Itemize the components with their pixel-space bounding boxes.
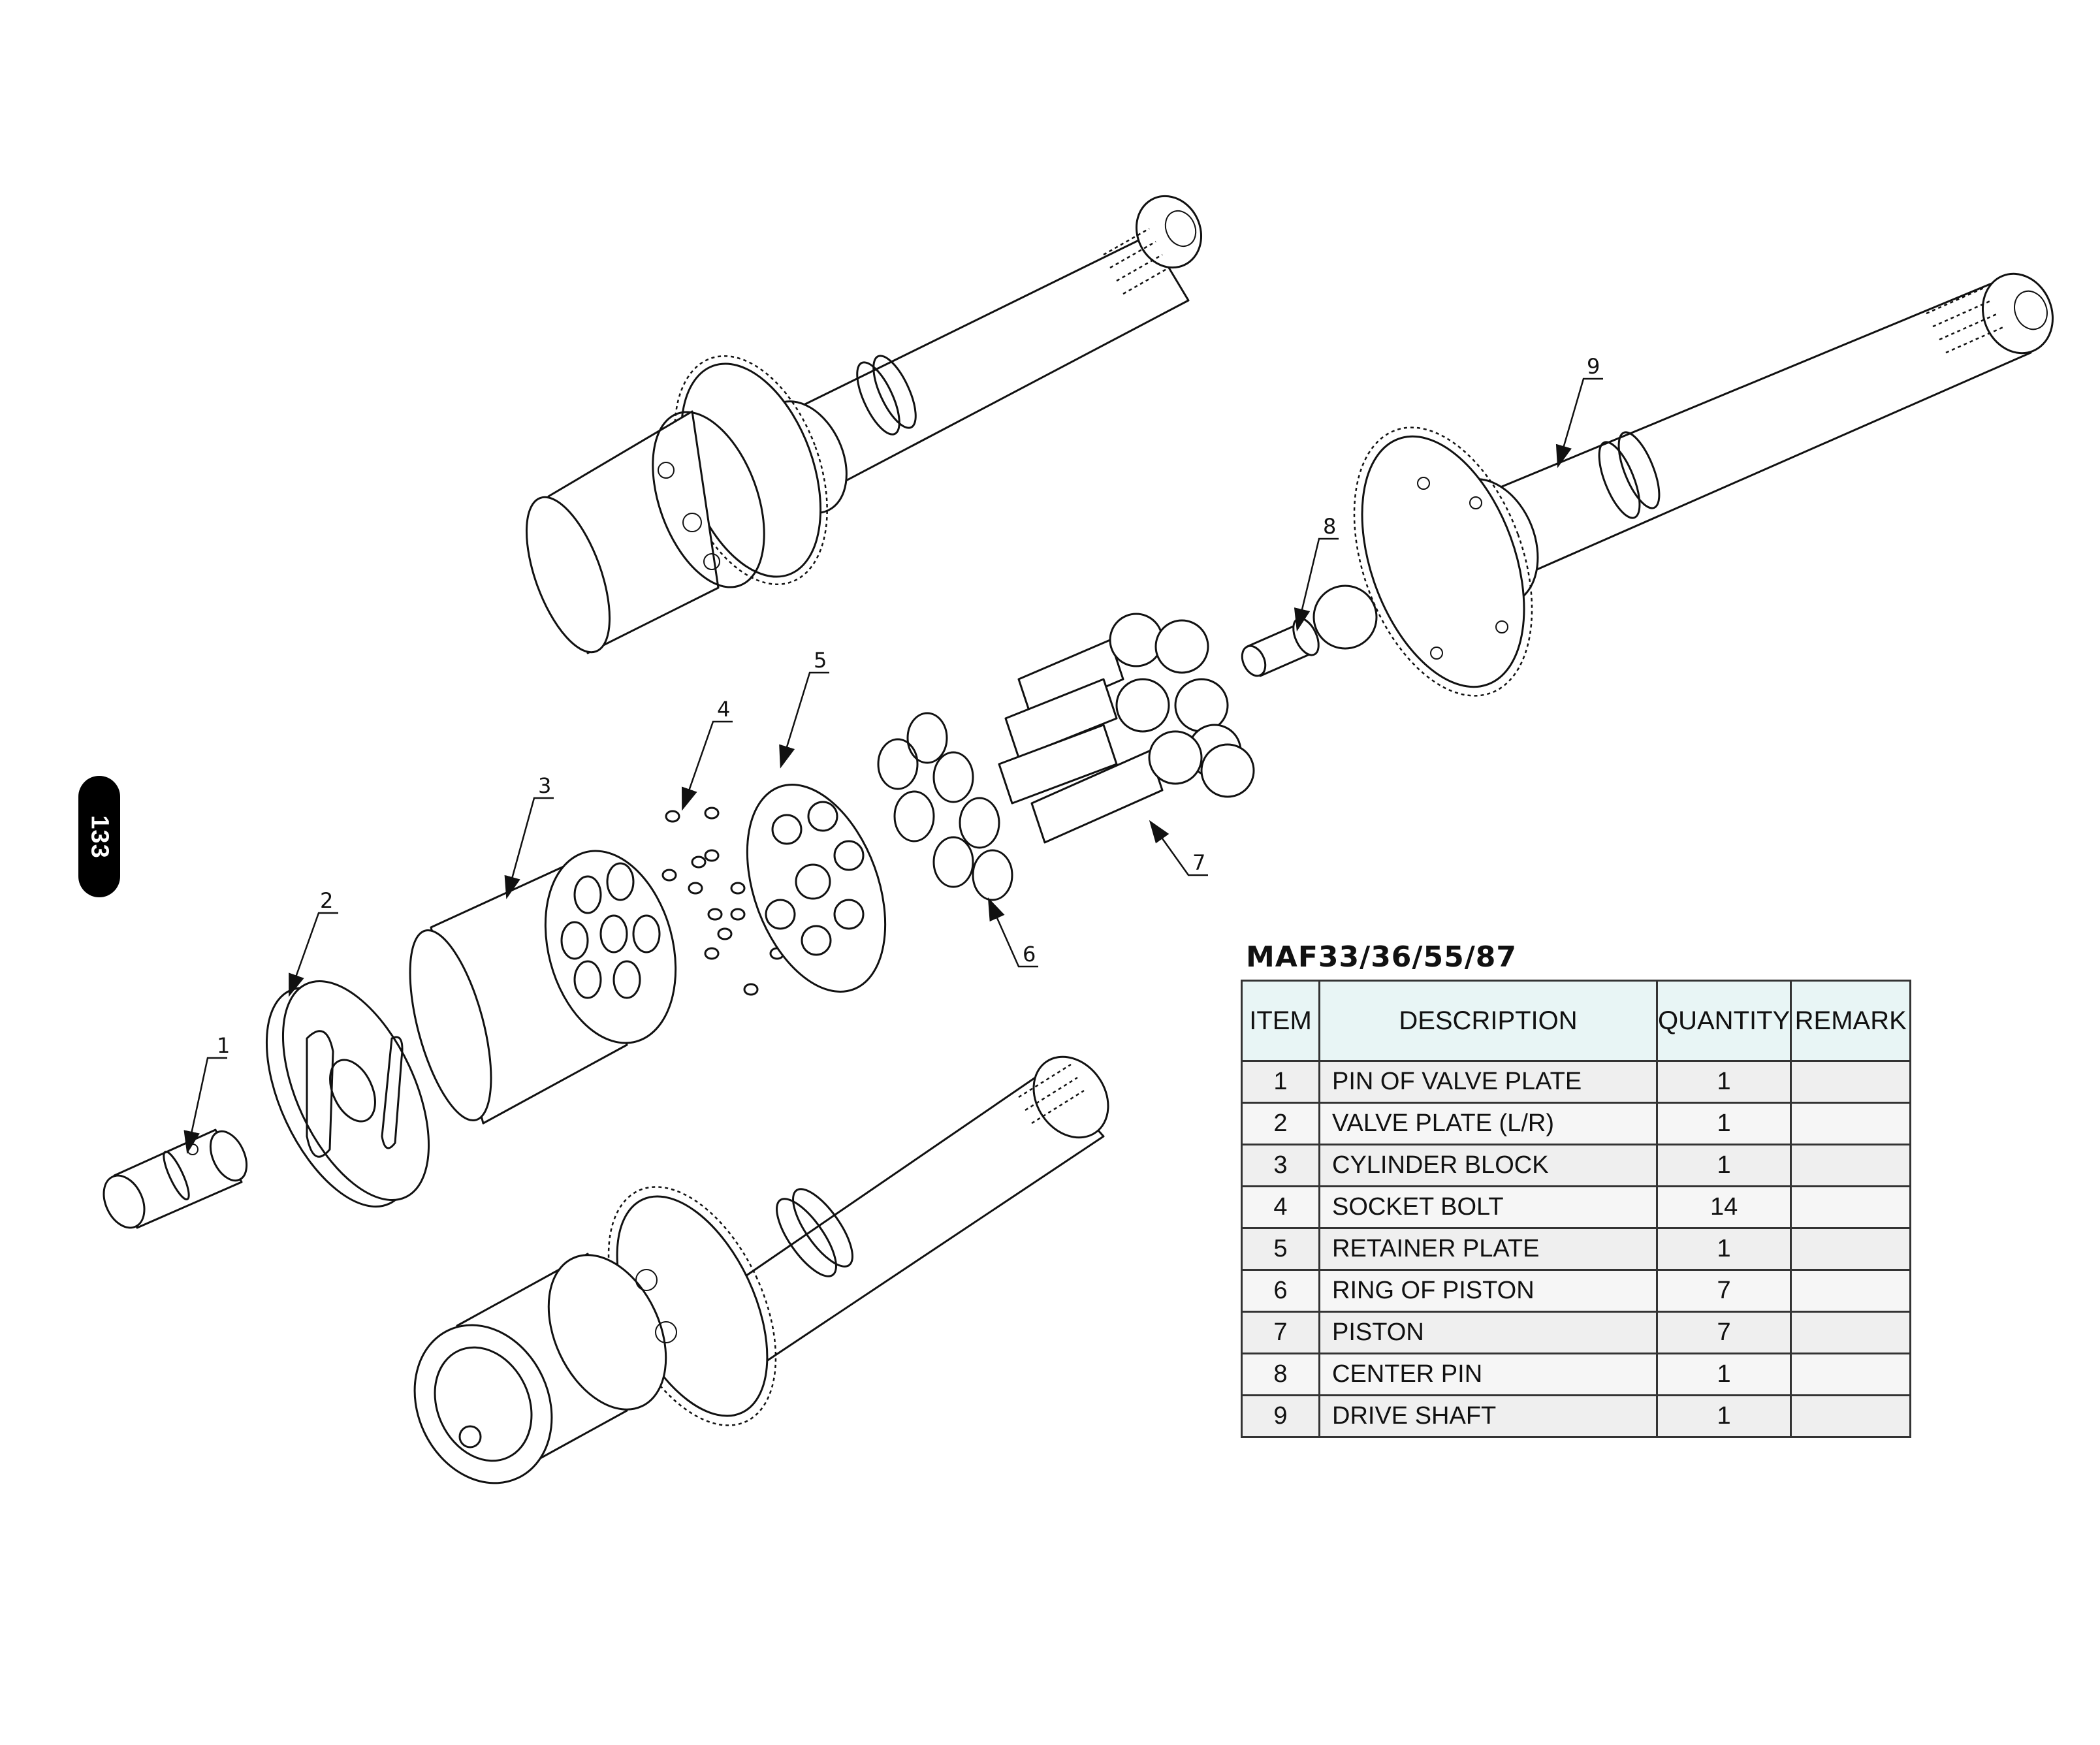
cell-item: 3 [1241, 1144, 1320, 1187]
cell-quantity: 1 [1655, 1102, 1792, 1145]
callout-9: 9 [1587, 354, 1600, 379]
parts-table: ITEM DESCRIPTION QUANTITY REMARK 1 PIN O… [1241, 980, 1912, 1438]
callout-1: 1 [217, 1033, 230, 1058]
top-assembly-drawing [525, 195, 1203, 654]
table-row: 2 VALVE PLATE (L/R) 1 [1241, 1102, 1912, 1145]
cell-item: 9 [1241, 1394, 1320, 1438]
cell-description: PISTON [1318, 1311, 1658, 1354]
cell-item: 5 [1241, 1227, 1320, 1271]
table-row: 6 RING OF PISTON 7 [1241, 1269, 1912, 1313]
callout-5: 5 [814, 648, 827, 673]
cell-description: VALVE PLATE (L/R) [1318, 1102, 1658, 1145]
bottom-assembly-drawing [413, 1055, 1109, 1484]
cell-description: RETAINER PLATE [1318, 1227, 1658, 1271]
cell-item: 1 [1241, 1060, 1320, 1104]
cell-remark [1790, 1394, 1912, 1438]
callout-6: 6 [1023, 942, 1036, 967]
callout-3: 3 [538, 773, 551, 798]
callout-7: 7 [1192, 850, 1205, 875]
cell-description: SOCKET BOLT [1318, 1185, 1658, 1229]
cell-quantity: 14 [1655, 1185, 1792, 1229]
cell-remark [1790, 1269, 1912, 1313]
cell-description: DRIVE SHAFT [1318, 1394, 1658, 1438]
header-description: DESCRIPTION [1318, 980, 1658, 1062]
cell-remark [1790, 1144, 1912, 1187]
cell-remark [1790, 1102, 1912, 1145]
callout-8: 8 [1323, 514, 1336, 539]
cell-quantity: 1 [1655, 1353, 1792, 1396]
cell-quantity: 1 [1655, 1227, 1792, 1271]
cell-remark [1790, 1185, 1912, 1229]
cell-quantity: 1 [1655, 1060, 1792, 1104]
page-number-badge: 133 [78, 776, 120, 897]
cell-quantity: 7 [1655, 1269, 1792, 1313]
table-title: MAF33/36/55/87 [1246, 940, 1518, 974]
cell-description: RING OF PISTON [1318, 1269, 1658, 1313]
cell-item: 2 [1241, 1102, 1320, 1145]
header-item: ITEM [1241, 980, 1320, 1062]
table-header-row: ITEM DESCRIPTION QUANTITY REMARK [1241, 980, 1912, 1062]
cell-item: 6 [1241, 1269, 1320, 1313]
header-remark: REMARK [1790, 980, 1912, 1062]
cell-remark [1790, 1353, 1912, 1396]
callout-4: 4 [717, 697, 730, 722]
pistons-drawing [998, 613, 1255, 844]
table-row: 7 PISTON 7 [1241, 1311, 1912, 1354]
page-number: 133 [86, 814, 114, 859]
table-row: 5 RETAINER PLATE 1 [1241, 1227, 1912, 1271]
cell-item: 8 [1241, 1353, 1320, 1396]
cylinder-block-drawing [409, 850, 677, 1125]
cell-remark [1790, 1311, 1912, 1354]
table-row: 9 DRIVE SHAFT 1 [1241, 1394, 1912, 1438]
retainer-plate-drawing [746, 784, 887, 993]
cell-remark [1790, 1227, 1912, 1271]
center-pin-drawing [1241, 584, 1378, 677]
table-row: 8 CENTER PIN 1 [1241, 1353, 1912, 1396]
cell-remark [1790, 1060, 1912, 1104]
cell-quantity: 1 [1655, 1394, 1792, 1438]
cell-quantity: 1 [1655, 1144, 1792, 1187]
callout-leaders [183, 377, 1603, 1155]
cell-item: 4 [1241, 1185, 1320, 1229]
cell-item: 7 [1241, 1311, 1320, 1354]
drive-shaft-drawing [1353, 272, 2054, 697]
cell-quantity: 7 [1655, 1311, 1792, 1354]
cell-description: CENTER PIN [1318, 1353, 1658, 1396]
valve-plate-drawing [265, 980, 430, 1208]
table-row: 1 PIN OF VALVE PLATE 1 [1241, 1060, 1912, 1104]
callout-2: 2 [320, 888, 333, 913]
table-row: 3 CYLINDER BLOCK 1 [1241, 1144, 1912, 1187]
table-row: 4 SOCKET BOLT 14 [1241, 1185, 1912, 1229]
piston-rings-drawing [877, 712, 1013, 901]
header-quantity: QUANTITY [1655, 980, 1792, 1062]
cell-description: CYLINDER BLOCK [1318, 1144, 1658, 1187]
cell-description: PIN OF VALVE PLATE [1318, 1060, 1658, 1104]
pin-of-valve-plate-drawing [103, 1129, 248, 1229]
